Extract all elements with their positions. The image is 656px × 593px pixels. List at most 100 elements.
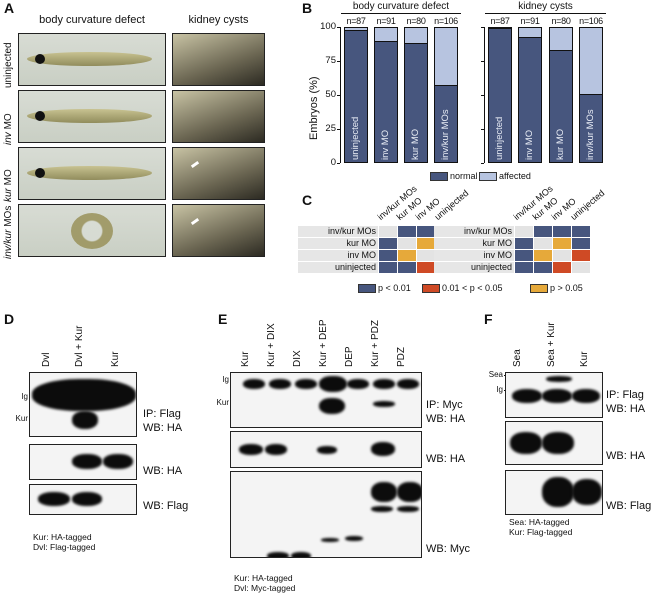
bar-normal xyxy=(488,28,512,163)
legend-label: 0.01 < p < 0.05 xyxy=(442,283,503,293)
western-blot xyxy=(29,372,137,437)
western-blot xyxy=(230,471,422,558)
bar-affected xyxy=(488,27,512,29)
lane-label: Kur + DEP xyxy=(318,319,329,367)
matrix-row-label: inv MO xyxy=(434,250,514,261)
matrix-cell xyxy=(379,226,397,237)
marker-label: Ig xyxy=(21,392,28,401)
bar-normal xyxy=(374,40,398,163)
lane-label: Dvl xyxy=(41,352,52,367)
row-label-italic: kur xyxy=(3,188,14,202)
y-tick-label: 25 xyxy=(325,123,336,134)
protein-band xyxy=(371,506,393,512)
n-label: n=91 xyxy=(520,16,540,26)
tag-note: Dvl: Myc-tagged xyxy=(234,583,296,593)
group-underline xyxy=(485,13,606,14)
protein-band xyxy=(373,401,395,407)
bar-normal xyxy=(579,93,603,163)
protein-band xyxy=(371,482,397,502)
bar-category-label: uninjected xyxy=(494,116,505,160)
protein-band xyxy=(510,432,542,454)
embryo-image xyxy=(18,147,166,200)
blot-antibody-label: IP: Flag WB: HA xyxy=(606,389,646,415)
protein-band xyxy=(291,552,311,557)
matrix-cell xyxy=(534,238,552,249)
matrix-cell xyxy=(515,250,533,261)
y-axis-line xyxy=(340,27,341,163)
protein-band xyxy=(72,492,102,506)
y-tick xyxy=(481,129,484,130)
y-axis-line xyxy=(484,27,485,163)
matrix-cell xyxy=(398,226,416,237)
tag-note: Kur: Flag-tagged xyxy=(509,527,573,537)
y-tick xyxy=(481,163,484,164)
western-blot xyxy=(29,444,137,480)
n-label: n=106 xyxy=(579,16,603,26)
matrix-cell xyxy=(417,262,435,273)
panel-f-label: F xyxy=(484,311,493,327)
n-label: n=80 xyxy=(406,16,426,26)
lane-label: Sea xyxy=(512,349,523,367)
marker-label: Kur xyxy=(15,414,28,423)
protein-band xyxy=(572,389,600,403)
matrix-row-label: inv/kur MOs xyxy=(298,226,378,237)
protein-band xyxy=(397,482,421,502)
tag-note: Dvl: Flag-tagged xyxy=(33,542,96,552)
legend-p-lt-001: p < 0.01 xyxy=(358,283,411,294)
marker-label: Sea xyxy=(488,370,503,379)
y-tick xyxy=(337,163,340,164)
bar-affected xyxy=(549,27,573,51)
group-title: body curvature defect xyxy=(352,1,450,12)
legend-label: normal xyxy=(450,171,478,181)
matrix-cell xyxy=(572,238,590,249)
panel-d-label: D xyxy=(4,311,15,327)
n-label: n=80 xyxy=(551,16,571,26)
n-label: n=87 xyxy=(490,16,510,26)
y-tick-label: 50 xyxy=(325,89,336,100)
legend-normal: normal xyxy=(430,171,478,182)
row-label-italic: inv xyxy=(3,132,14,145)
protein-band xyxy=(317,446,337,454)
n-label: n=87 xyxy=(346,16,366,26)
bar-category-label: kur MO xyxy=(410,128,421,160)
kidney-image xyxy=(172,90,265,143)
matrix-cell xyxy=(417,250,435,261)
lane-label: DIX xyxy=(292,350,303,367)
marker-tick xyxy=(504,375,505,376)
matrix-cell xyxy=(515,238,533,249)
lane-label: Kur xyxy=(110,351,121,367)
marker-tick xyxy=(504,390,505,391)
y-tick xyxy=(481,27,484,28)
matrix-row-label: inv/kur MOs xyxy=(434,226,514,237)
matrix-cell xyxy=(417,226,435,237)
legend-affected: affected xyxy=(479,171,531,182)
lane-label: Dvl + Kur xyxy=(74,325,85,367)
panel-c-label: C xyxy=(302,192,313,208)
row-label: inv/kur MOs xyxy=(3,206,14,259)
y-tick xyxy=(481,61,484,62)
protein-band xyxy=(347,379,369,389)
bar-category-label: kur MO xyxy=(555,128,566,160)
protein-band xyxy=(542,389,572,403)
tag-note: Kur: HA-tagged xyxy=(234,573,293,583)
y-tick xyxy=(337,95,340,96)
group-underline xyxy=(341,13,461,14)
embryo-image xyxy=(18,90,166,143)
protein-band xyxy=(72,411,98,429)
protein-band xyxy=(546,376,572,382)
western-blot xyxy=(230,372,422,428)
matrix-cell xyxy=(572,226,590,237)
blot-antibody-label: WB: Flag xyxy=(606,500,652,512)
embryo-body xyxy=(27,166,152,180)
marker-label: Kur xyxy=(216,398,229,407)
n-label: n=91 xyxy=(376,16,396,26)
bar-category-label: inv/kur MOs xyxy=(585,109,596,160)
matrix-cell xyxy=(572,250,590,261)
protein-band xyxy=(269,379,291,389)
protein-band xyxy=(319,376,347,392)
protein-band xyxy=(572,479,602,505)
protein-band xyxy=(239,444,263,455)
lane-label: Kur xyxy=(579,351,590,367)
western-blot xyxy=(505,372,603,418)
y-tick xyxy=(337,61,340,62)
